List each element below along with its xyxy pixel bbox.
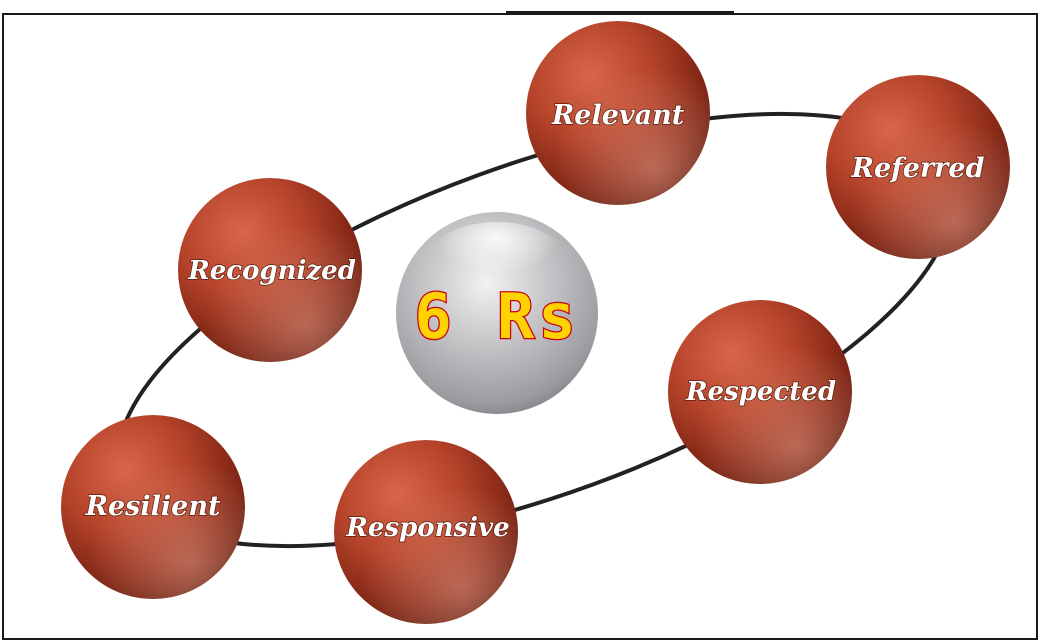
node-resilient: Resilient [61, 415, 245, 599]
node-referred: Referred [826, 75, 1010, 259]
node-label-relevant: Relevant [551, 100, 685, 131]
node-label-recognized: Recognized [187, 256, 356, 286]
top-rule [506, 11, 734, 14]
node-respected: Respected [668, 300, 852, 484]
node-relevant: Relevant [526, 21, 710, 205]
center-sphere: 6 Rs [396, 212, 598, 414]
node-responsive: Responsive [334, 440, 518, 624]
node-label-responsive: Responsive [345, 513, 509, 543]
diagram-frame [2, 13, 1038, 640]
node-recognized: Recognized [178, 178, 362, 362]
node-label-referred: Referred [851, 153, 985, 184]
node-label-resilient: Resilient [85, 491, 221, 522]
center-label: 6 Rs [414, 280, 579, 353]
node-label-respected: Respected [685, 377, 836, 407]
